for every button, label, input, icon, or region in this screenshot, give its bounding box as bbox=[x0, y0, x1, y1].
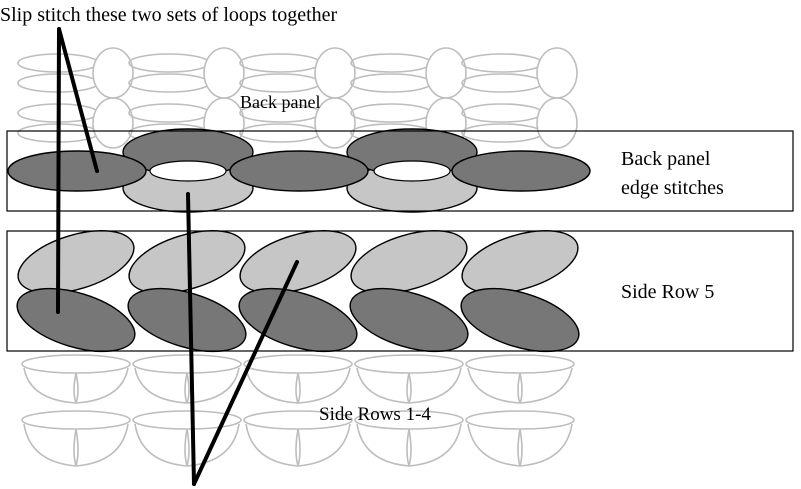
side-row-faint-stitch-row-1 bbox=[21, 354, 575, 404]
back-panel-stitch bbox=[350, 47, 467, 99]
pointer-to-side-row5-loop bbox=[56, 27, 61, 314]
back-panel-edge-label-line2: edge stitches bbox=[621, 177, 724, 199]
edge-chain-dark bbox=[7, 150, 147, 192]
edge-chain-dark bbox=[451, 150, 591, 192]
pointer-to-side-row5-light-loop bbox=[192, 260, 299, 486]
instruction-caption: Slip stitch these two sets of loops toge… bbox=[0, 4, 338, 26]
back-panel-stitch bbox=[239, 47, 356, 99]
back-panel-label: Back panel bbox=[240, 92, 320, 112]
side-row-stitch bbox=[354, 410, 464, 467]
pointer-to-back-edge-loop bbox=[57, 27, 99, 173]
edge-loop-hole bbox=[373, 160, 451, 182]
edge-chain-dark bbox=[229, 150, 369, 192]
side-row5-dark-loop bbox=[460, 287, 580, 353]
side-row5-dark-loop bbox=[127, 287, 247, 353]
side-row5-light-loop bbox=[461, 230, 579, 294]
side-row-stitch bbox=[243, 410, 353, 467]
side-row-faint-stitch-row-2 bbox=[21, 410, 575, 467]
side-row-stitch bbox=[132, 410, 242, 467]
back-panel-edge-label-line1: Back panel bbox=[621, 148, 711, 170]
side-row-stitch bbox=[465, 410, 575, 467]
side-row-stitch bbox=[21, 410, 131, 467]
side-row-stitch bbox=[132, 354, 242, 404]
back-panel-stitch bbox=[128, 47, 245, 99]
back-panel-edge-stitches-box bbox=[6, 128, 794, 213]
side-row5-dark-loop bbox=[238, 287, 358, 353]
side-row-stitch bbox=[354, 354, 464, 404]
pointer-lines bbox=[56, 27, 299, 486]
side-rows-1-4-label: Side Rows 1-4 bbox=[319, 404, 431, 425]
side-row-5-label: Side Row 5 bbox=[621, 281, 714, 303]
back-panel-edge-box-outline bbox=[6, 130, 794, 212]
back-panel-stitch bbox=[17, 97, 134, 149]
side-row5-light-loop bbox=[350, 230, 468, 294]
side-row5-dark-loop bbox=[16, 287, 136, 353]
side-row-stitch bbox=[21, 354, 131, 404]
back-panel-stitch bbox=[461, 47, 578, 99]
back-panel-stitch-row-1 bbox=[17, 47, 578, 99]
edge-loop-hole bbox=[149, 160, 227, 182]
back-panel-stitch bbox=[461, 97, 578, 149]
side-row5-light-loop bbox=[128, 230, 246, 294]
side-row-stitch bbox=[465, 354, 575, 404]
side-row5-dark-loop bbox=[349, 287, 469, 353]
side-row-5-box-outline bbox=[6, 230, 794, 352]
side-row-stitch bbox=[243, 354, 353, 404]
side-row5-light-loop bbox=[17, 230, 135, 294]
back-panel-stitch bbox=[239, 97, 356, 149]
pointer-to-edge-loop-hole bbox=[186, 192, 196, 486]
side-rows-faint-stitches bbox=[21, 354, 575, 467]
side-row-5-box bbox=[6, 230, 794, 353]
